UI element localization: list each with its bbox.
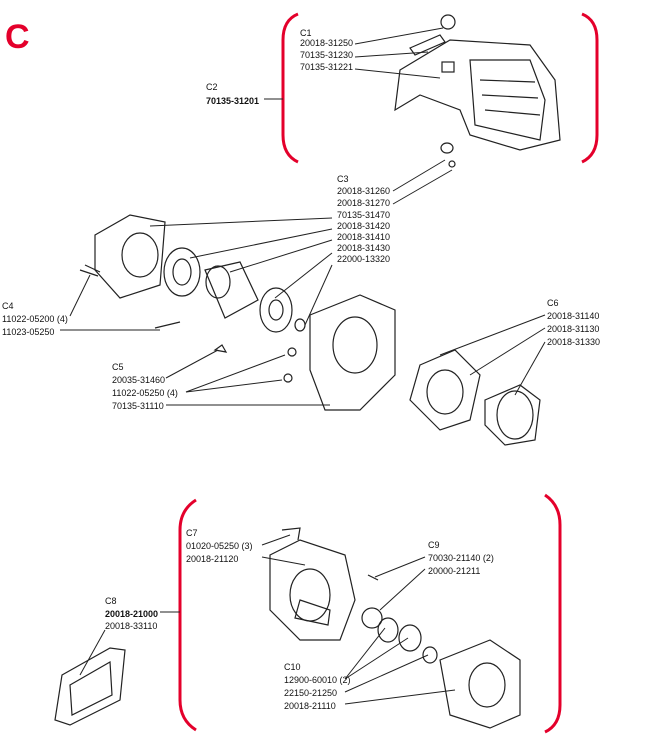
lower-crankcase-sketch xyxy=(269,539,356,641)
part-number: 20018-33110 xyxy=(105,621,158,631)
clutch-drum-sketch xyxy=(484,384,541,446)
red-brackets xyxy=(178,12,599,734)
group-code: C3 xyxy=(337,174,349,184)
group-c6: C6 20018-31140 20018-31130 20018-31330 xyxy=(547,298,600,347)
part-number: 70135-31470 xyxy=(337,210,391,220)
part-number: 20018-21120 xyxy=(186,554,239,564)
group-code: C7 xyxy=(186,528,198,538)
bracket-top-right xyxy=(581,12,599,164)
group-code: C4 xyxy=(2,301,14,311)
group-c7: C7 01020-05250 (3) 20018-21120 xyxy=(186,528,253,564)
bracket-top-left xyxy=(281,12,299,164)
part-number: 20018-31260 xyxy=(337,186,391,196)
group-code: C1 xyxy=(300,28,312,38)
part-number: 11022-05250 (4) xyxy=(112,388,178,398)
bracket-bottom-left xyxy=(178,498,197,732)
section-letter: C xyxy=(5,18,30,56)
part-number: 20018-31330 xyxy=(547,337,601,347)
part-number: 22150-21250 xyxy=(284,688,338,698)
group-c9: C9 70030-21140 (2) 20000-21211 xyxy=(428,540,494,576)
part-number: 12900-60010 (2) xyxy=(284,675,351,685)
part-number: 20018-31420 xyxy=(337,221,391,231)
leader-lines xyxy=(60,27,546,705)
part-number: 20018-31250 xyxy=(300,38,354,48)
part-number: 20018-31130 xyxy=(547,324,600,334)
group-c3: C3 20018-31260 20018-31270 70135-31470 2… xyxy=(337,174,390,264)
group-code: C10 xyxy=(284,662,301,672)
part-number: 20018-21110 xyxy=(284,701,336,711)
part-number: 01020-05250 (3) xyxy=(186,541,253,551)
cylinder-housing-sketch xyxy=(439,639,521,729)
part-sketches xyxy=(54,14,561,729)
part-number: 11023-05250 xyxy=(2,327,55,337)
fan-housing-sketch xyxy=(94,214,166,299)
frame-sketch xyxy=(54,647,126,726)
group-c5: C5 20035-31460 11022-05250 (4) 70135-311… xyxy=(112,362,178,411)
clutch-plate-sketch xyxy=(409,349,481,431)
group-code: C9 xyxy=(428,540,440,550)
part-number: 20018-31430 xyxy=(337,243,391,253)
group-code: C5 xyxy=(112,362,124,372)
bracket-bottom-right xyxy=(544,493,562,734)
engine-cover-sketch xyxy=(394,39,561,151)
group-c8: C8 20018-21000 20018-33110 xyxy=(105,596,158,631)
group-c10: C10 12900-60010 (2) 22150-21250 20018-21… xyxy=(284,662,351,711)
part-number: 20000-21211 xyxy=(428,566,481,576)
part-number: 70030-21140 (2) xyxy=(428,553,494,563)
group-c2: C2 70135-31201 xyxy=(206,82,259,106)
knob-sketch xyxy=(440,14,456,30)
part-number: 20018-31410 xyxy=(337,232,391,242)
part-number: 20018-31140 xyxy=(547,311,600,321)
part-number: 70135-31201 xyxy=(206,96,260,106)
group-code: C8 xyxy=(105,596,117,606)
group-c4: C4 11022-05200 (4) 11023-05250 xyxy=(2,301,68,337)
group-c1: C1 20018-31250 70135-31230 70135-31221 xyxy=(300,28,353,72)
part-number: 11022-05200 (4) xyxy=(2,314,68,324)
group-code: C6 xyxy=(547,298,559,308)
part-number: 70135-31230 xyxy=(300,50,354,60)
part-number: 20018-21000 xyxy=(105,609,159,619)
part-number: 70135-31110 xyxy=(112,401,164,411)
part-number: 70135-31221 xyxy=(300,62,354,72)
crankcase-sketch xyxy=(309,294,396,411)
part-number: 22000-13320 xyxy=(337,254,391,264)
part-number: 20035-31460 xyxy=(112,375,166,385)
group-code: C2 xyxy=(206,82,218,92)
part-number: 20018-31270 xyxy=(337,198,391,208)
